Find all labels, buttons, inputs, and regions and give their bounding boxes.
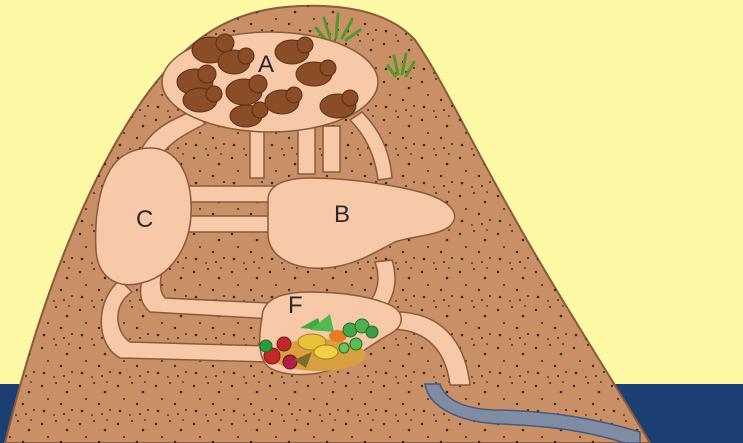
label-a: A: [258, 51, 274, 78]
label-f: F: [288, 292, 303, 319]
chamber-a: A: [162, 32, 378, 132]
label-c: C: [136, 206, 153, 233]
label-b: B: [334, 201, 350, 228]
